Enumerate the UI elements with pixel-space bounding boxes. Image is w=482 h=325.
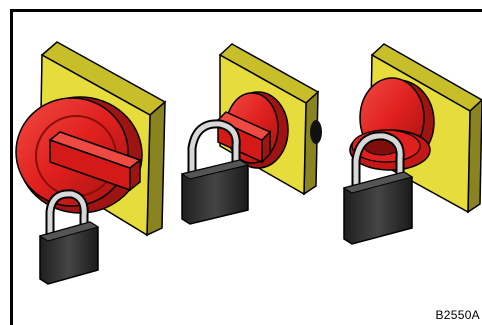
switch-2	[182, 44, 322, 224]
switch-1	[16, 42, 165, 284]
figure-reference-code: B2550A	[435, 308, 480, 322]
switch-3	[344, 44, 482, 244]
mushroom-handle-3	[350, 78, 434, 170]
padlock-2	[182, 124, 248, 224]
